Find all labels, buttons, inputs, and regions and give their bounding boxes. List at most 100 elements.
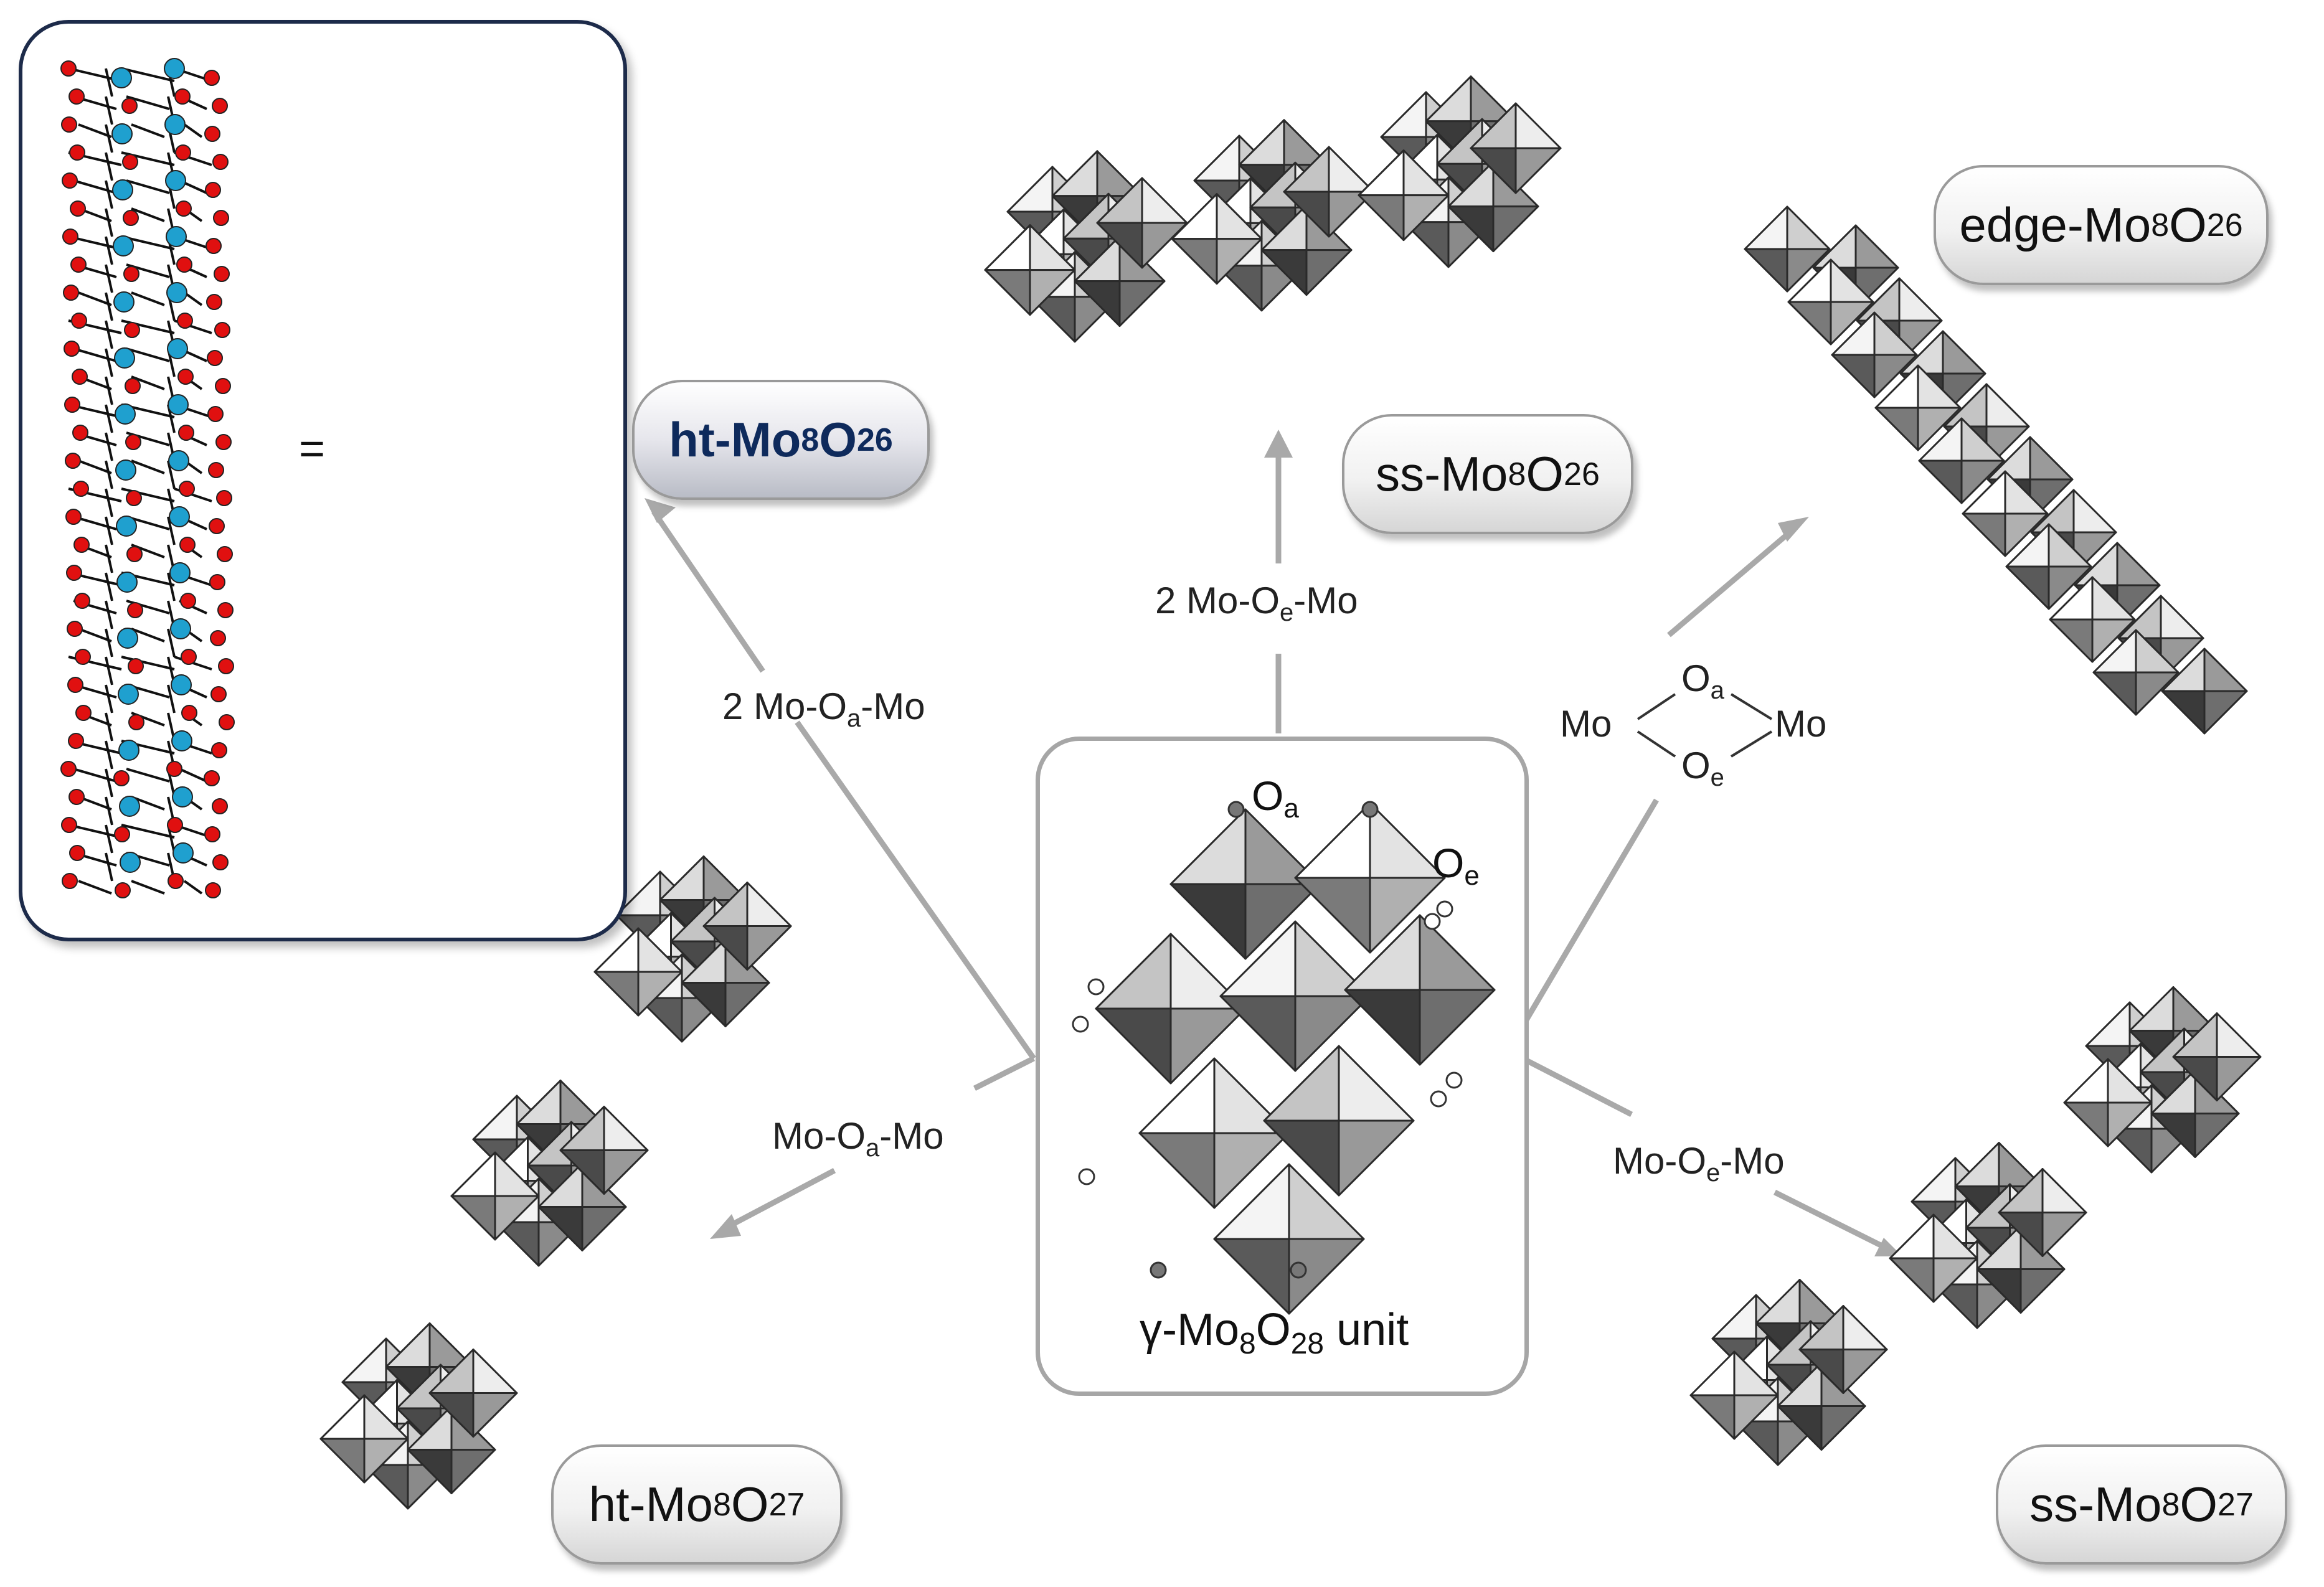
mo-atom <box>116 572 138 593</box>
mo-atom <box>117 628 138 649</box>
mo-atom <box>119 796 140 817</box>
o-atom <box>216 490 232 506</box>
o-atom <box>177 313 193 329</box>
o-atom <box>62 172 78 189</box>
edge26-oct-12 <box>2005 523 2092 610</box>
ss27-b-oct-6 <box>1889 1213 1978 1303</box>
bond <box>78 628 112 643</box>
ss27-c-oct-7 <box>2172 1012 2262 1101</box>
o-atom <box>62 873 78 889</box>
mo-atom <box>170 618 191 639</box>
bond <box>105 376 113 405</box>
bond <box>105 544 113 573</box>
o-atom <box>181 649 197 665</box>
bond <box>105 320 113 349</box>
o-atom <box>68 789 85 805</box>
unit-oe-atom <box>1430 1090 1447 1108</box>
o-atom <box>204 70 220 86</box>
bond <box>105 656 113 685</box>
o-atom <box>205 238 222 254</box>
mo-atom <box>166 226 187 247</box>
ss26-b-oct-6 <box>1171 193 1263 285</box>
o-atom <box>218 658 234 674</box>
bond <box>78 459 112 474</box>
o-atom <box>60 761 77 777</box>
ss27-b-oct-7 <box>1998 1168 2087 1257</box>
unit-oct-2 <box>1095 933 1247 1085</box>
arrow-to-edge26 <box>1523 798 1659 1023</box>
o-atom <box>208 462 224 478</box>
mo-atom <box>167 338 188 359</box>
arrow-to-ss27-head <box>1773 1189 1889 1251</box>
bond <box>105 572 113 601</box>
bond <box>131 207 165 222</box>
unit-oe-atom <box>1445 1071 1463 1089</box>
unit-oe-label: Oe <box>1432 840 1480 891</box>
o-atom <box>181 705 197 721</box>
o-atom <box>212 98 228 114</box>
unit-oct-1 <box>1294 802 1446 954</box>
bond <box>105 208 113 237</box>
mo-atom <box>168 450 189 471</box>
bond <box>105 236 113 265</box>
o-atom <box>123 210 139 226</box>
o-atom <box>180 593 196 609</box>
o-atom <box>212 798 228 814</box>
o-atom <box>205 882 221 898</box>
bond <box>105 488 113 517</box>
o-atom <box>126 546 143 562</box>
bond <box>167 628 176 657</box>
unit-oct-0 <box>1169 808 1321 960</box>
mo-atom <box>166 282 187 303</box>
o-atom <box>217 546 233 562</box>
mo-atom <box>169 506 190 527</box>
edge26-oct-14 <box>2049 576 2136 663</box>
o-atom <box>212 154 229 170</box>
ss27-a-oct-6 <box>1689 1350 1779 1440</box>
bond <box>131 123 165 138</box>
o-atom <box>213 210 229 226</box>
o-atom <box>70 257 87 273</box>
reaction-label-ss26: 2 Mo-Oe-Mo <box>1155 580 1358 626</box>
ht27-b-oct-7 <box>559 1106 649 1195</box>
mo-atom <box>165 170 186 191</box>
arrow-to-edge26-head <box>1667 527 1795 638</box>
edge26-oct-8 <box>1918 417 2005 504</box>
mo-atom <box>172 786 193 808</box>
bond <box>126 179 170 194</box>
o-atom <box>177 369 194 385</box>
mo-atom <box>115 403 136 425</box>
o-atom <box>125 378 141 394</box>
o-atom <box>124 322 140 338</box>
bond <box>121 487 175 502</box>
o-atom <box>69 845 85 861</box>
o-atom <box>207 406 224 422</box>
o-atom <box>115 882 131 898</box>
mo-atom <box>164 58 185 79</box>
bond <box>167 516 176 545</box>
o-atom <box>60 60 77 77</box>
o-atom <box>166 761 182 777</box>
mo-atom <box>120 852 141 873</box>
mo-atom <box>111 67 132 88</box>
bond <box>68 824 122 839</box>
o-atom <box>217 602 234 618</box>
bond <box>105 684 113 713</box>
mo-atom <box>171 674 192 695</box>
unit-oa-label: Oa <box>1252 773 1299 824</box>
ss26-b-oct-7 <box>1283 146 1375 238</box>
ss26-a-oct-7 <box>1096 177 1188 269</box>
o-atom <box>72 369 88 385</box>
o-atom <box>176 200 192 217</box>
bond <box>105 432 113 461</box>
reaction-label-ht27: Mo-Oa-Mo <box>772 1115 944 1162</box>
bond <box>105 768 113 798</box>
edge-sharing-scheme <box>1637 693 1773 758</box>
edge26-oct-0 <box>1744 205 1831 293</box>
o-atom <box>65 453 81 469</box>
unit-oa-atom <box>1227 801 1245 818</box>
